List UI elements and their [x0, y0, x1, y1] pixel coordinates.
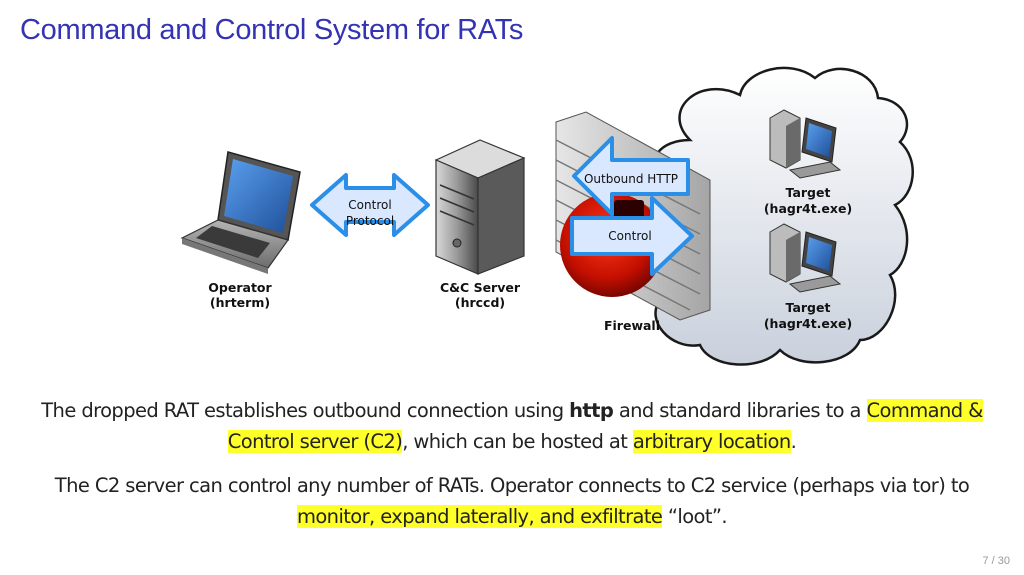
- target1-label: Target: [786, 185, 831, 200]
- cc-server-label: C&C Server: [440, 280, 521, 295]
- paragraph1-text-c: , which can be hosted at: [402, 430, 633, 453]
- paragraph-c2-control: The C2 server can control any number of …: [40, 470, 984, 532]
- operator-process-label: (hrterm): [210, 295, 270, 310]
- target2-label: Target: [786, 300, 831, 315]
- slide-title: Command and Control System for RATs: [20, 14, 524, 46]
- network-diagram: Operator (hrterm) Control Protocol C&C S…: [180, 66, 914, 366]
- server-icon: [434, 139, 526, 275]
- control-protocol-label-line1: Control: [348, 198, 391, 212]
- outbound-http-label: Outbound HTTP: [584, 172, 678, 186]
- target-computer-icon-2: [769, 223, 842, 293]
- control-arrow: [570, 196, 694, 276]
- outbound-http-arrow: [572, 136, 690, 216]
- highlight-arbitrary-location: arbitrary location: [632, 430, 791, 453]
- target1-process-label: (hagr4t.exe): [764, 201, 852, 216]
- firewall-label: Firewall: [604, 318, 660, 333]
- paragraph2-text-b: “loot”.: [662, 505, 728, 528]
- operator-label: Operator: [208, 280, 272, 295]
- http-keyword: http: [569, 399, 614, 422]
- control-protocol-label-line2: Protocol: [346, 214, 394, 228]
- paragraph-outbound-connection: The dropped RAT establishes outbound con…: [40, 395, 984, 457]
- target-computer-icon-1: [769, 109, 842, 179]
- paragraph1-text-b: and standard libraries to a: [613, 399, 867, 422]
- target2-process-label: (hagr4t.exe): [764, 316, 852, 331]
- highlight-monitor-expand-exfiltrate: monitor, expand laterally, and exfiltrat…: [296, 505, 663, 528]
- control-protocol-double-arrow: [310, 173, 430, 237]
- paragraph1-text-a: The dropped RAT establishes outbound con…: [41, 399, 570, 422]
- paragraph1-text-d: .: [790, 430, 797, 453]
- cc-server-process-label: (hrccd): [455, 295, 505, 310]
- paragraph2-text-a: The C2 server can control any number of …: [54, 474, 970, 497]
- page-number: 7 / 30: [982, 555, 1010, 567]
- laptop-icon: [180, 151, 301, 274]
- control-arrow-label: Control: [608, 229, 651, 243]
